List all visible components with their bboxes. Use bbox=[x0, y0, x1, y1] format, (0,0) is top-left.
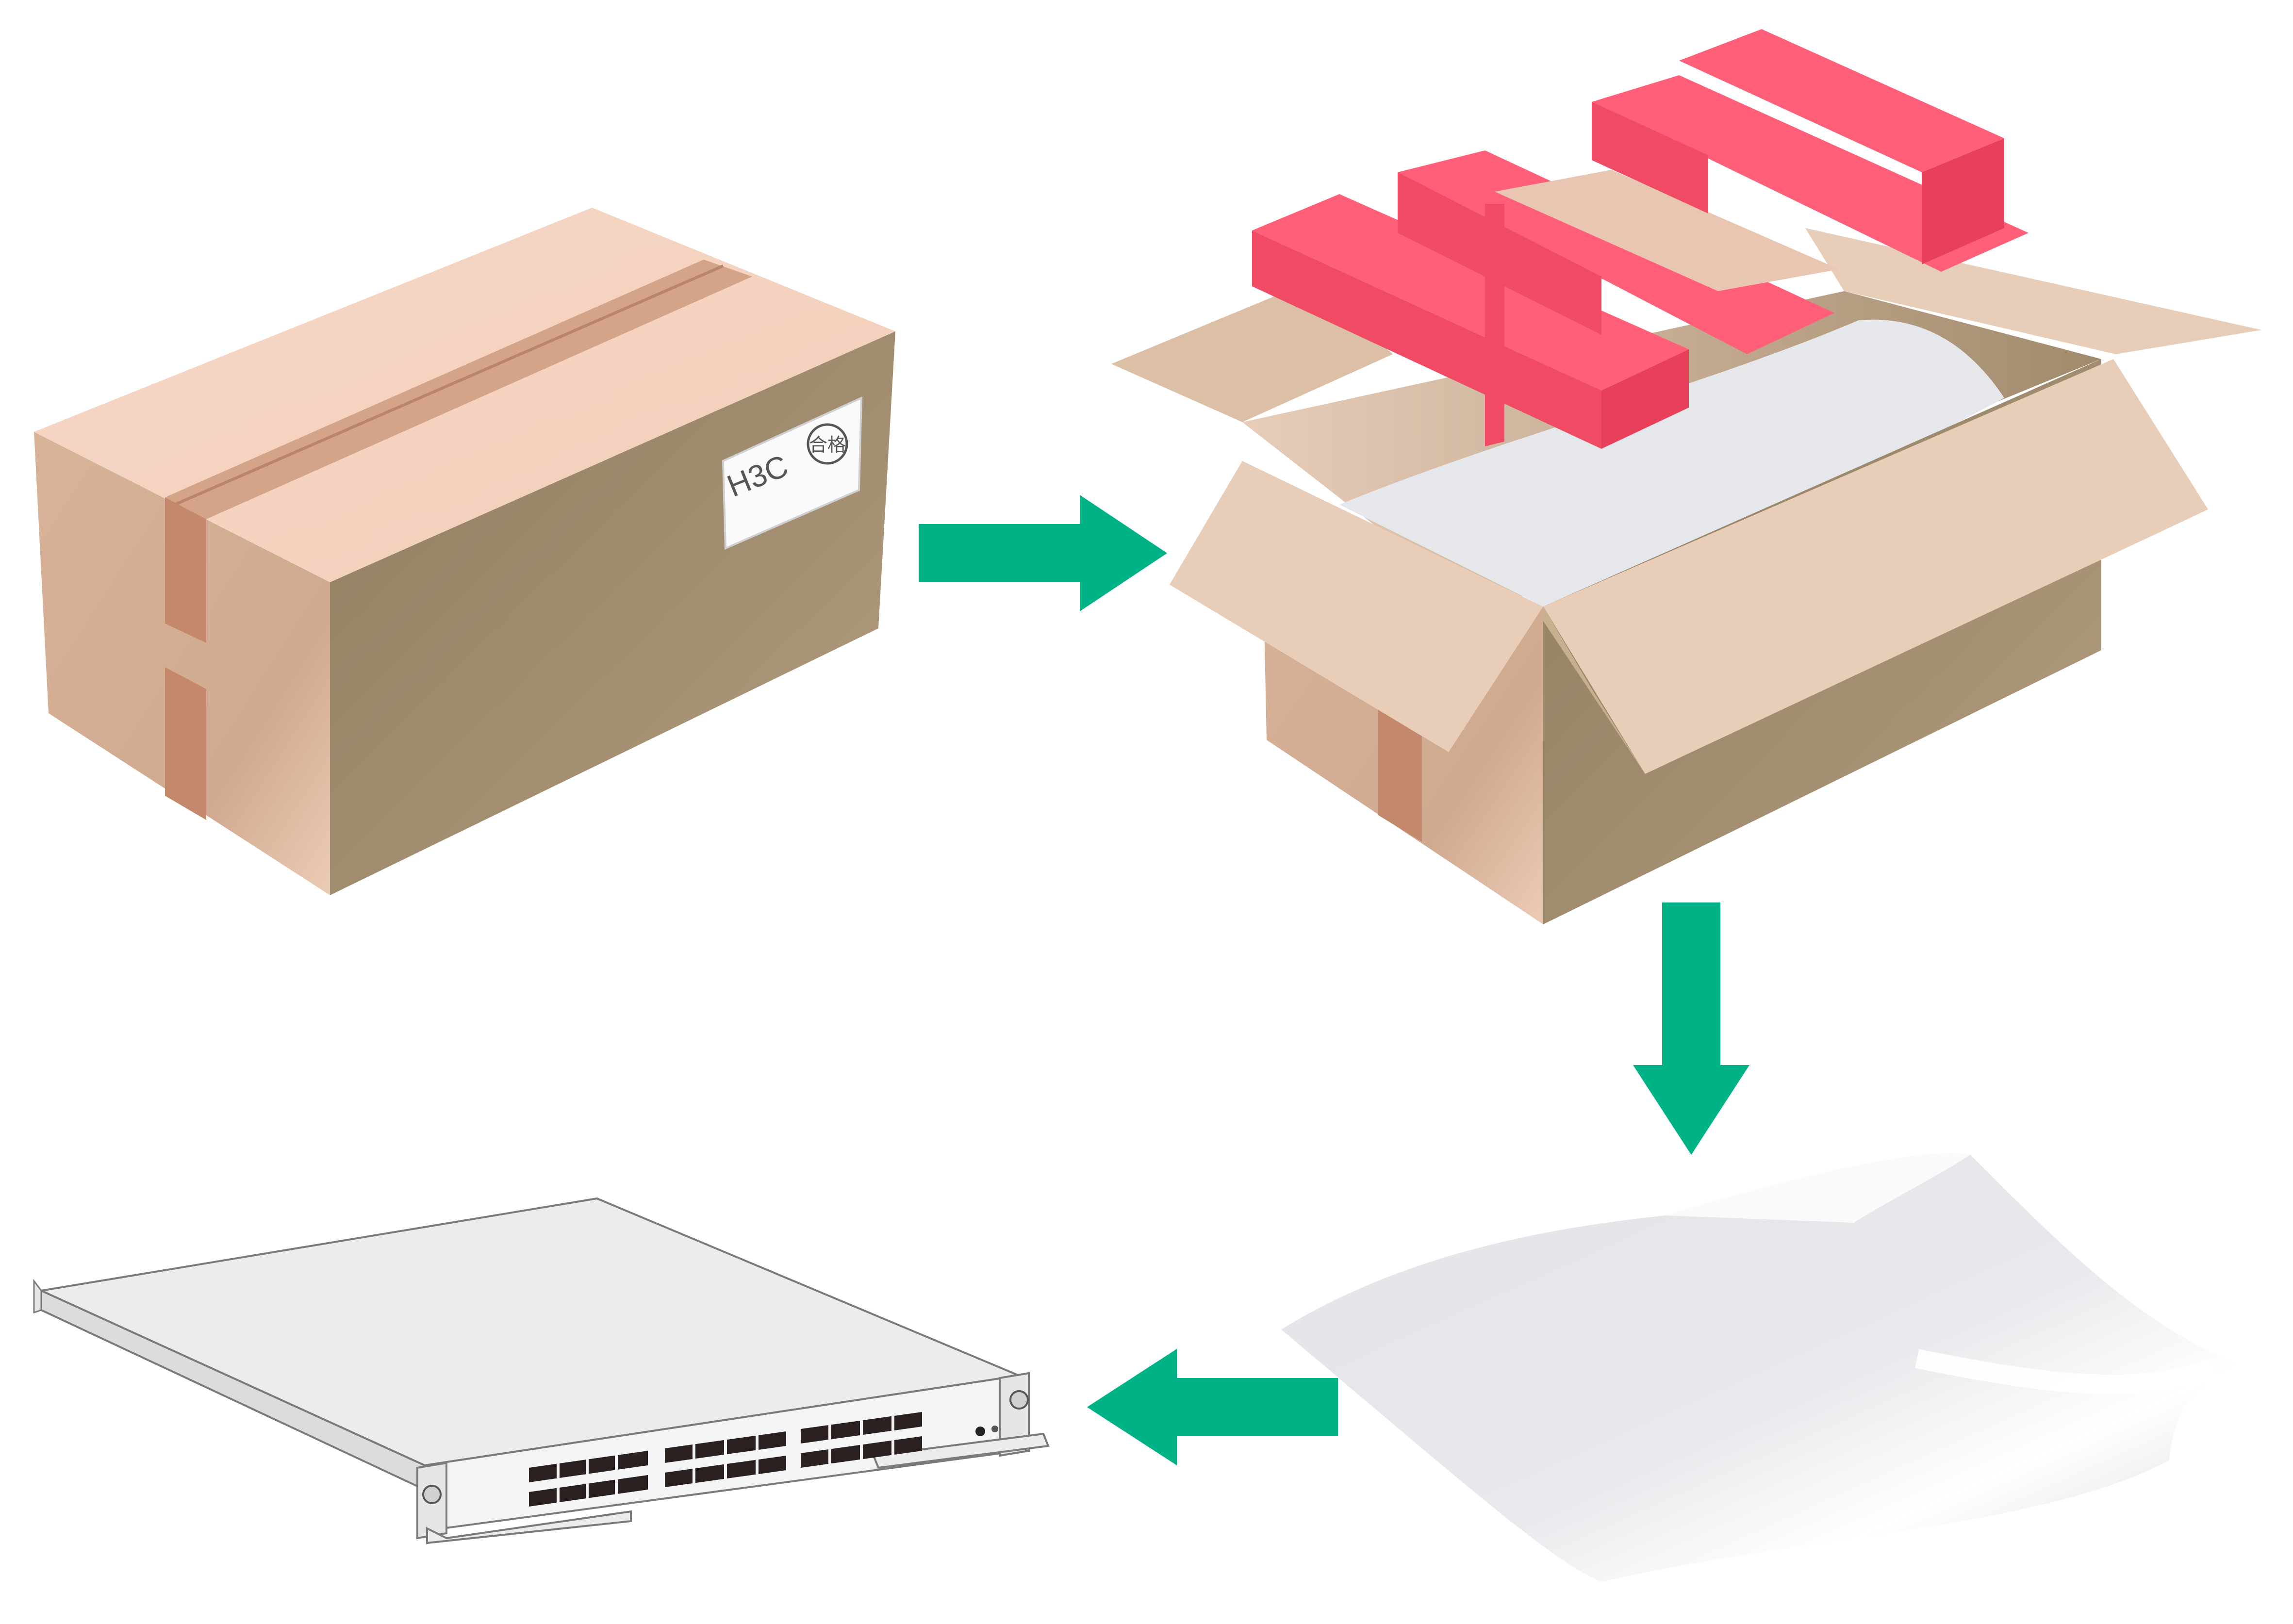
arrow-right bbox=[919, 495, 1167, 611]
box-label: H3C 合格 bbox=[722, 396, 863, 550]
sealed-box: H3C 合格 bbox=[34, 208, 895, 895]
stamp-circle bbox=[807, 423, 848, 465]
box-side-face bbox=[34, 432, 330, 895]
arrow-left bbox=[1087, 1349, 1338, 1465]
status-led-2 bbox=[991, 1426, 998, 1432]
tape-side bbox=[165, 497, 206, 643]
antistatic-bag bbox=[1281, 1153, 2237, 1582]
ejector-lever-left bbox=[426, 1510, 632, 1544]
line-card bbox=[33, 1197, 1050, 1544]
label-stamp: 合格 bbox=[809, 434, 846, 456]
bag-inside-box bbox=[1339, 319, 2004, 607]
foam-inserts bbox=[1252, 29, 2029, 449]
tape-top bbox=[165, 260, 752, 519]
bag-body bbox=[1281, 1153, 2237, 1582]
ejector-lever-right bbox=[872, 1432, 1050, 1469]
open-box-with-foam bbox=[1111, 29, 2261, 924]
screw-right bbox=[1009, 1390, 1029, 1410]
status-led bbox=[975, 1427, 985, 1436]
arrow-down bbox=[1633, 902, 1749, 1155]
screw-left bbox=[422, 1485, 442, 1504]
